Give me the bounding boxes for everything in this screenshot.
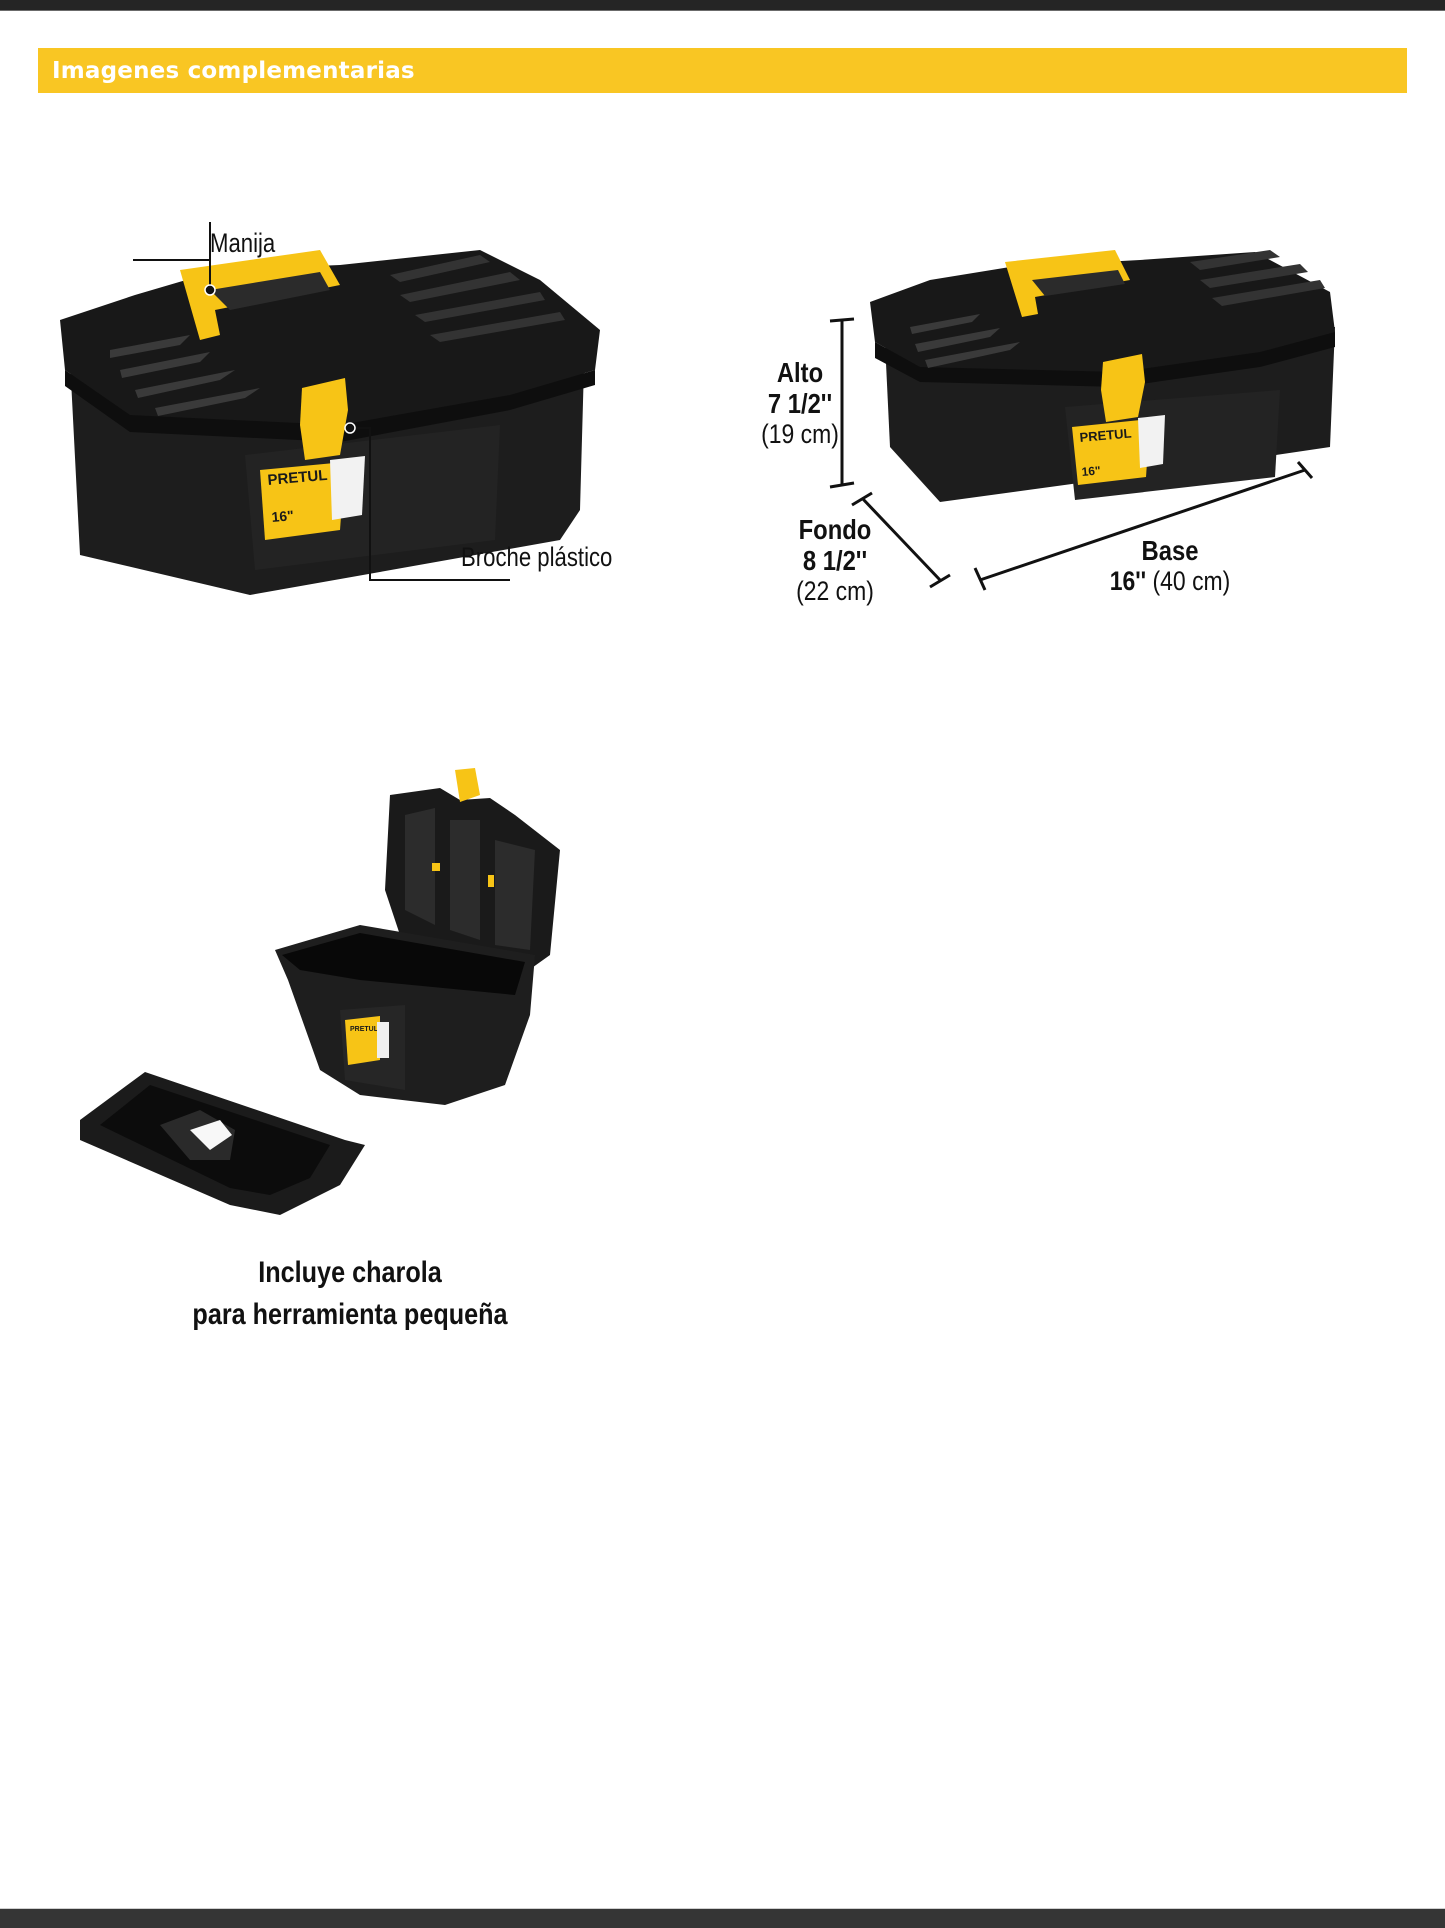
dimension-height: Alto 7 1/2'' (19 cm) — [753, 357, 847, 450]
tray-caption: Incluye charola para herramienta pequeña — [182, 1252, 518, 1336]
dimension-depth: Fondo 8 1/2'' (22 cm) — [788, 514, 882, 607]
caption-line-1: Incluye charola — [258, 1256, 442, 1289]
toolbox-open-image: PRETUL — [80, 768, 560, 1215]
section-title: Imagenes complementarias — [52, 57, 415, 84]
svg-text:PRETUL: PRETUL — [267, 467, 328, 489]
dimension-base-imperial: 16'' — [1109, 566, 1147, 596]
dimension-height-imperial: 7 1/2'' — [767, 388, 833, 419]
toolbox-closed-image: PRETUL 16" — [60, 222, 600, 595]
svg-text:16": 16" — [271, 507, 295, 525]
section-banner: Imagenes complementarias — [38, 48, 1407, 93]
svg-text:PRETUL: PRETUL — [1079, 426, 1132, 445]
svg-text:PRETUL: PRETUL — [350, 1026, 379, 1033]
dimension-base: Base 16'' (40 cm) — [1085, 535, 1255, 597]
dimension-height-label: Alto — [776, 357, 824, 388]
dimension-lines — [829, 317, 1314, 591]
top-bar — [0, 0, 1445, 11]
callout-handle: Manija — [210, 228, 276, 258]
dimension-base-label: Base — [1141, 535, 1199, 566]
dimension-base-metric: (40 cm) — [1152, 566, 1231, 596]
svg-text:16": 16" — [1081, 463, 1101, 479]
dimension-depth-metric: (22 cm) — [796, 576, 874, 606]
toolbox-dimensions-image: PRETUL 16" — [870, 250, 1335, 502]
dimension-depth-imperial: 8 1/2'' — [802, 545, 868, 576]
caption-line-2: para herramienta pequeña — [192, 1298, 508, 1331]
dimension-height-metric: (19 cm) — [761, 419, 839, 449]
bottom-bar — [0, 1908, 1445, 1928]
dimension-depth-label: Fondo — [798, 514, 872, 545]
callout-latch: Broche plástico — [461, 542, 613, 572]
